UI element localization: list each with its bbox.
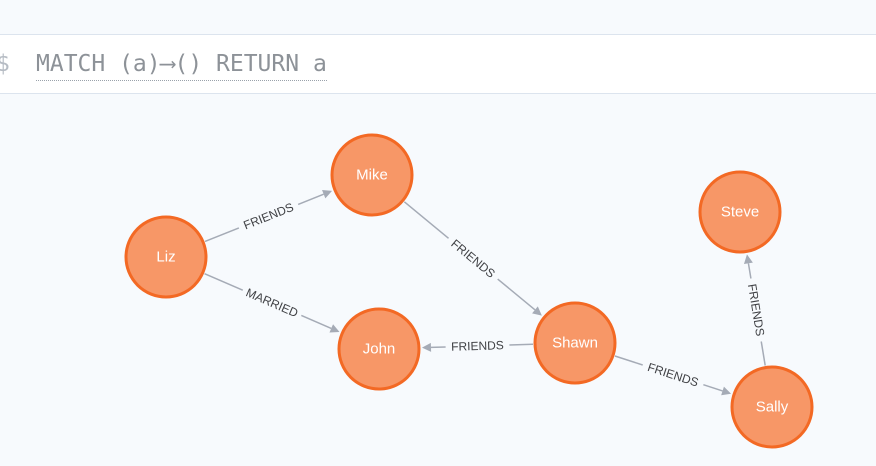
relationship-label: FRIENDS bbox=[646, 360, 700, 390]
relationship-line bbox=[760, 341, 766, 366]
relationship-sally-steve[interactable]: FRIENDS bbox=[743, 254, 767, 366]
node-shawn[interactable]: Shawn bbox=[533, 301, 617, 385]
node-label: Liz bbox=[156, 249, 175, 266]
relationship-arrowhead-icon bbox=[329, 324, 340, 333]
relationships-layer: FRIENDS MARRIED FRIENDS FRIENDS FRIENDS FRIEN… bbox=[204, 190, 767, 396]
relationship-line bbox=[614, 355, 643, 366]
relationship-arrowhead-icon bbox=[322, 190, 333, 199]
node-label: Mike bbox=[356, 167, 388, 184]
node-circle[interactable] bbox=[730, 365, 814, 449]
top-strip bbox=[0, 0, 876, 34]
relationship-label: MARRIED bbox=[244, 285, 301, 320]
relationship-liz-mike[interactable]: FRIENDS bbox=[204, 190, 333, 243]
node-sally[interactable]: Sally bbox=[730, 365, 814, 449]
graph-visualization[interactable]: FRIENDS MARRIED FRIENDS FRIENDS FRIENDS FRIEN… bbox=[0, 95, 876, 466]
node-label: John bbox=[363, 341, 396, 358]
node-circle[interactable] bbox=[124, 215, 208, 299]
relationship-line bbox=[301, 314, 332, 330]
graph-canvas[interactable]: FRIENDS MARRIED FRIENDS FRIENDS FRIENDS FRIEN… bbox=[0, 95, 876, 466]
node-label: Sally bbox=[756, 399, 789, 416]
relationship-label: FRIENDS bbox=[241, 200, 295, 232]
node-label: Steve bbox=[721, 204, 759, 221]
node-label: Shawn bbox=[552, 335, 598, 352]
relationship-label: FRIENDS bbox=[451, 338, 504, 354]
relationship-arrowhead-icon bbox=[721, 386, 732, 396]
relationship-label: FRIENDS bbox=[745, 283, 767, 337]
query-prompt-symbol: $ bbox=[0, 51, 10, 77]
relationship-line bbox=[204, 227, 240, 243]
relationship-line bbox=[509, 343, 534, 346]
relationship-arrowhead-icon bbox=[532, 306, 542, 316]
node-circle[interactable] bbox=[337, 307, 421, 391]
relationship-arrowhead-icon bbox=[421, 342, 432, 352]
relationship-arrowhead-icon bbox=[743, 254, 753, 265]
relationship-line bbox=[497, 278, 536, 311]
node-liz[interactable]: Liz bbox=[124, 215, 208, 299]
relationship-shawn-sally[interactable]: FRIENDS bbox=[614, 355, 732, 396]
relationship-liz-john[interactable]: MARRIED bbox=[204, 272, 340, 333]
relationship-line bbox=[204, 272, 244, 291]
relationship-line bbox=[297, 193, 324, 206]
relationship-line bbox=[703, 383, 723, 392]
node-circle[interactable] bbox=[533, 301, 617, 385]
node-john[interactable]: John bbox=[337, 307, 421, 391]
relationship-label: FRIENDS bbox=[448, 236, 498, 280]
relationship-line bbox=[403, 201, 450, 239]
query-editor-bar[interactable]: $ MATCH (a)⟶() RETURN a bbox=[0, 34, 876, 94]
node-mike[interactable]: Mike bbox=[330, 133, 414, 217]
query-input[interactable]: MATCH (a)⟶() RETURN a bbox=[36, 49, 327, 81]
relationship-mike-shawn[interactable]: FRIENDS bbox=[403, 201, 542, 316]
relationship-line bbox=[747, 263, 752, 279]
node-steve[interactable]: Steve bbox=[698, 170, 782, 254]
node-circle[interactable] bbox=[698, 170, 782, 254]
relationship-shawn-john[interactable]: FRIENDS bbox=[421, 338, 534, 354]
node-circle[interactable] bbox=[330, 133, 414, 217]
